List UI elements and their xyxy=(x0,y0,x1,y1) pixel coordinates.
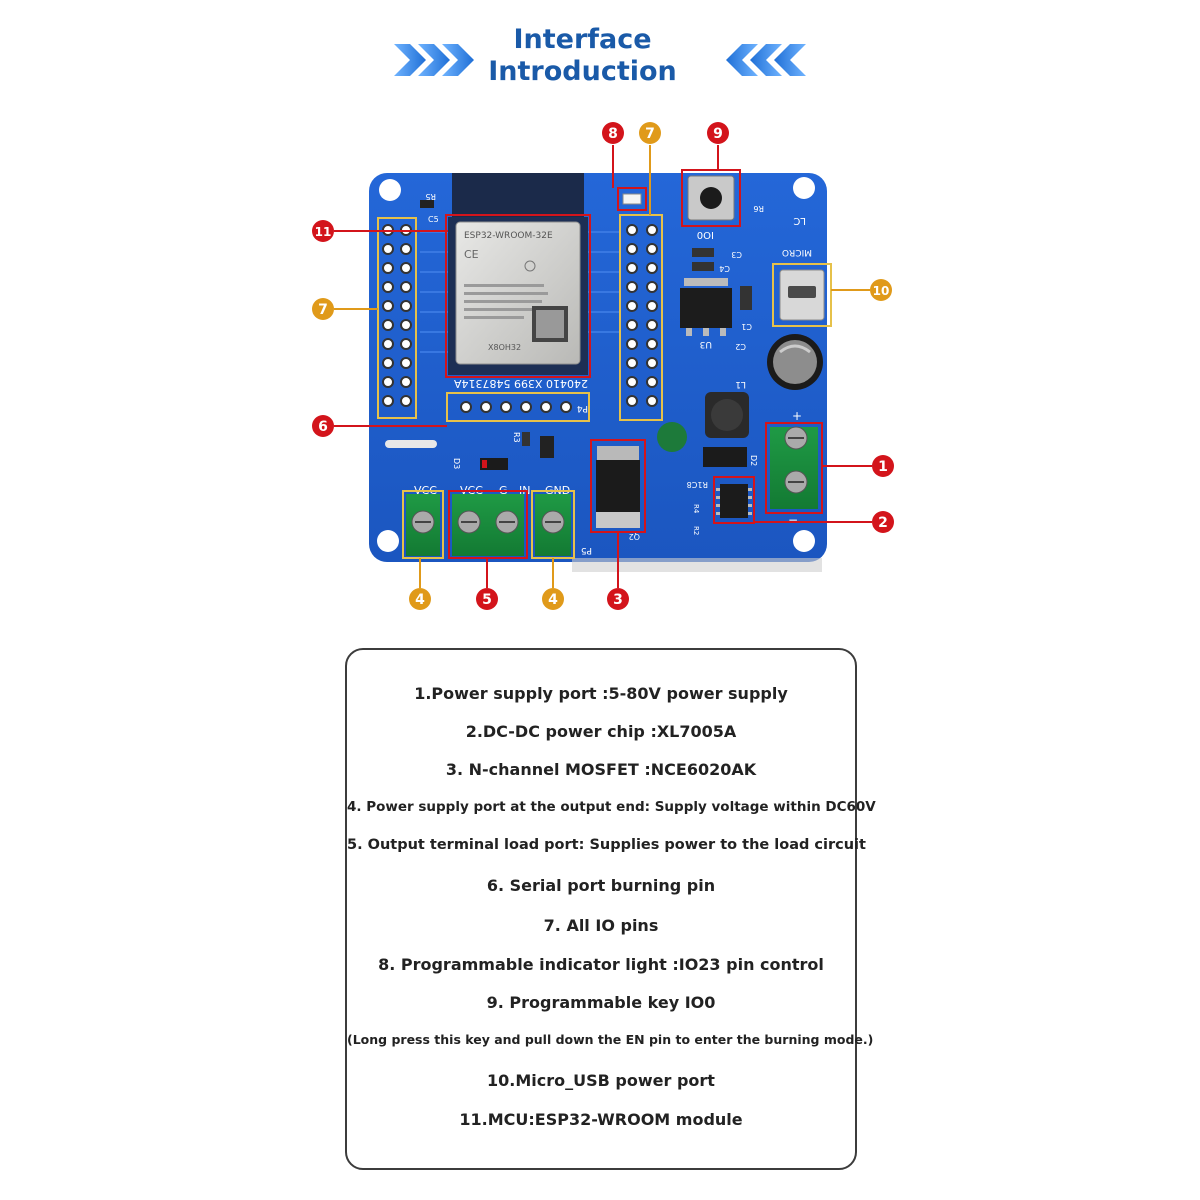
module-serial: 240410 X399 5487314A xyxy=(453,377,588,390)
svg-text:3: 3 xyxy=(613,592,623,608)
silk-r6: R6 xyxy=(753,204,764,213)
silk-r3: R3 xyxy=(512,432,521,443)
diode-d2 xyxy=(703,447,747,467)
leader-lines xyxy=(334,145,872,588)
silk-d2: D2 xyxy=(749,455,758,466)
power-supply-terminal xyxy=(765,422,823,514)
antenna-area xyxy=(452,173,584,217)
silk-l1: L1 xyxy=(735,379,746,389)
desc-6: 6. Serial port burning pin xyxy=(486,876,716,895)
output-power-terminal-right xyxy=(531,490,575,559)
inductor-l1 xyxy=(705,392,749,438)
silk-lc: LC xyxy=(793,215,806,226)
module-bottom-label: X8OH32 xyxy=(488,343,521,352)
title-line-1: Interface xyxy=(513,24,652,55)
chevrons-right-icon xyxy=(726,44,806,76)
desc-9-note: (Long press this key and pull down the E… xyxy=(347,1032,874,1047)
callout-6: 6 xyxy=(312,415,334,437)
electrolytic-capacitor xyxy=(767,334,823,390)
silk-io0: IO0 xyxy=(697,229,714,240)
left-pin-header xyxy=(377,217,417,419)
callout-8: 8 xyxy=(602,122,624,144)
callout-badges: 1 2 3 4 5 4 6 7 xyxy=(312,122,894,610)
regulator-u3 xyxy=(680,278,732,336)
silk-c1: C1 xyxy=(741,322,752,331)
desc-4: 4. Power supply port at the output end: … xyxy=(347,799,876,815)
svg-text:6: 6 xyxy=(318,419,328,435)
svg-text:9: 9 xyxy=(713,126,723,142)
svg-text:CE: CE xyxy=(464,248,479,261)
desc-7: 7. All IO pins xyxy=(543,916,659,935)
svg-text:4: 4 xyxy=(415,592,425,608)
callout-4-left: 4 xyxy=(409,588,431,610)
svg-text:2: 2 xyxy=(878,515,888,531)
callout-2: 2 xyxy=(872,511,894,533)
silk-p4: P4 xyxy=(577,403,588,413)
programmable-key xyxy=(681,169,741,227)
silk-micro: MICRO xyxy=(782,247,812,257)
callout-4-right: 4 xyxy=(542,588,564,610)
desc-11: 11.MCU:ESP32-WROOM module xyxy=(459,1110,743,1129)
svg-text:7: 7 xyxy=(318,302,328,318)
desc-1: 1.Power supply port :5-80V power supply xyxy=(414,684,788,703)
description-box: 1.Power supply port :5-80V power supply … xyxy=(345,648,876,1170)
mosfet-q2 xyxy=(590,439,646,533)
desc-10: 10.Micro_USB power port xyxy=(487,1071,715,1090)
silk-r2: R2 xyxy=(692,526,700,535)
silk-r4: R4 xyxy=(692,504,700,514)
silk-plus: + xyxy=(792,409,802,423)
silk-r1c8: R1C8 xyxy=(687,480,708,489)
silk-c4: C4 xyxy=(719,264,730,273)
desc-3: 3. N-channel MOSFET :NCE6020AK xyxy=(445,760,757,779)
desc-2: 2.DC-DC power chip :XL7005A xyxy=(465,722,737,741)
dcdc-chip xyxy=(713,476,755,524)
indicator-led xyxy=(617,187,647,211)
right-pin-header xyxy=(619,214,663,421)
serial-burning-header: P4 xyxy=(446,392,590,422)
silk-c5: C5 xyxy=(428,215,439,224)
callout-3: 3 xyxy=(607,588,629,610)
desc-9: 9. Programmable key IO0 xyxy=(486,993,716,1012)
silk-c2: C2 xyxy=(735,342,746,351)
svg-text:5: 5 xyxy=(482,592,492,608)
desc-5: 5. Output terminal load port: Supplies p… xyxy=(347,837,866,853)
silk-minus: − xyxy=(788,513,798,527)
title-line-2: Introduction xyxy=(488,56,677,87)
micro-usb-port xyxy=(772,263,832,327)
silk-q2: Q2 xyxy=(629,532,640,541)
silk-p5: P5 xyxy=(581,545,592,555)
desc-8: 8. Programmable indicator light :IO23 pi… xyxy=(378,955,824,974)
mcu-highlight xyxy=(445,214,591,378)
module-label: ESP32-WROOM-32E xyxy=(464,231,553,241)
callout-7-top: 7 xyxy=(639,122,661,144)
svg-text:11: 11 xyxy=(315,225,332,239)
silk-u3: U3 xyxy=(700,339,712,349)
svg-text:1: 1 xyxy=(878,459,888,475)
load-terminal xyxy=(448,490,528,559)
callout-7-left: 7 xyxy=(312,298,334,320)
svg-text:10: 10 xyxy=(873,284,890,298)
svg-text:4: 4 xyxy=(548,592,558,608)
header: Interface Introduction xyxy=(0,20,1200,100)
svg-text:8: 8 xyxy=(608,126,618,142)
silk-r5: R5 xyxy=(425,192,436,201)
callout-10: 10 xyxy=(870,279,892,301)
svg-text:7: 7 xyxy=(645,126,655,142)
mounting-holes xyxy=(377,177,815,552)
callout-9: 9 xyxy=(707,122,729,144)
small-capacitor xyxy=(657,422,687,452)
callout-1: 1 xyxy=(872,455,894,477)
output-power-terminal-left xyxy=(402,490,444,559)
callout-5: 5 xyxy=(476,588,498,610)
silk-c3: C3 xyxy=(731,250,742,259)
esp32-module: ESP32-WROOM-32E CE X8OH32 xyxy=(448,217,588,375)
chevrons-left-icon xyxy=(394,44,474,76)
silk-d3: D3 xyxy=(452,458,461,469)
callout-11: 11 xyxy=(312,220,334,242)
board-diagram: ESP32-WROOM-32E CE X8OH32 240410 X399 54… xyxy=(312,122,894,610)
page-title: Interface Introduction xyxy=(470,24,695,88)
